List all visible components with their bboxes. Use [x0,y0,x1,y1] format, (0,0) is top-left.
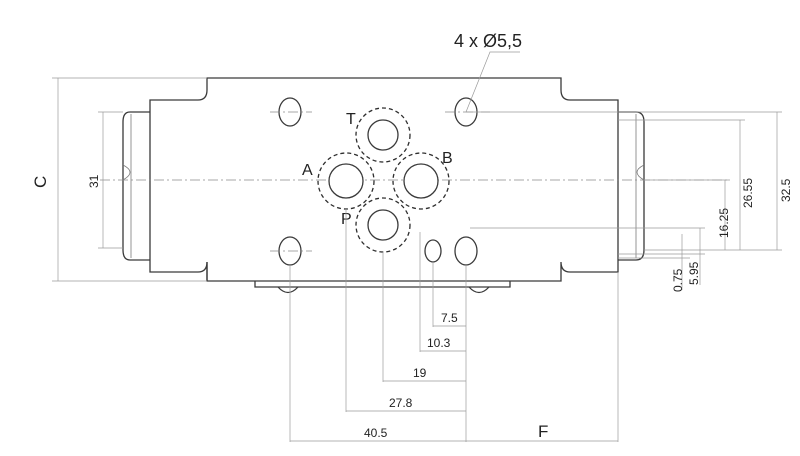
port-B [392,152,450,210]
dim-32-5-label: 32.5 [779,178,793,202]
dim-5-95-label: 5.95 [687,261,701,285]
left-cap-arc-top [122,164,131,181]
port-label-A: A [302,162,313,179]
dim-right-extension-lines [466,111,782,259]
dim-16-25-label: 16.25 [717,208,731,238]
mounting-hole-bottom-right [454,236,478,266]
dim-40-5-label: 40.5 [364,426,388,440]
dim-7-5-label: 7.5 [441,311,458,325]
port-A [317,152,375,210]
dim-C-lines [52,77,207,282]
bottom-pin-right [468,286,490,294]
dim-31-label: 31 [87,174,101,188]
port-P [355,197,411,253]
hole-callout-text: 4 x Ø5,5 [454,31,522,51]
dim-19-label: 19 [413,366,427,380]
right-end-cap [618,111,645,261]
right-cap-arc [636,164,645,181]
port-label-T: T [346,111,356,128]
dim-C-label: C [31,176,50,188]
bottom-plate [254,281,511,288]
bottom-pin-left [277,286,299,294]
dim-bottom-extension-lines [289,209,619,442]
mounting-hole-top-left [270,97,312,127]
dim-right-measure-lines [681,112,778,290]
port-T [355,107,411,163]
dim-10-3-label: 10.3 [427,336,451,350]
port-label-B: B [442,150,453,167]
dim-26-55-label: 26.55 [741,178,755,208]
dim-31-lines [98,111,123,249]
dim-bottom-measure-lines [290,325,618,442]
dim-27-8-label: 27.8 [389,396,413,410]
hole-callout-leader [465,51,520,113]
mounting-hole-bottom-left [270,236,312,266]
dim-F-label: F [538,422,548,441]
left-end-cap [122,111,150,261]
locating-pin-hole [424,239,442,263]
dim-0-75-label: 0.75 [671,268,685,292]
